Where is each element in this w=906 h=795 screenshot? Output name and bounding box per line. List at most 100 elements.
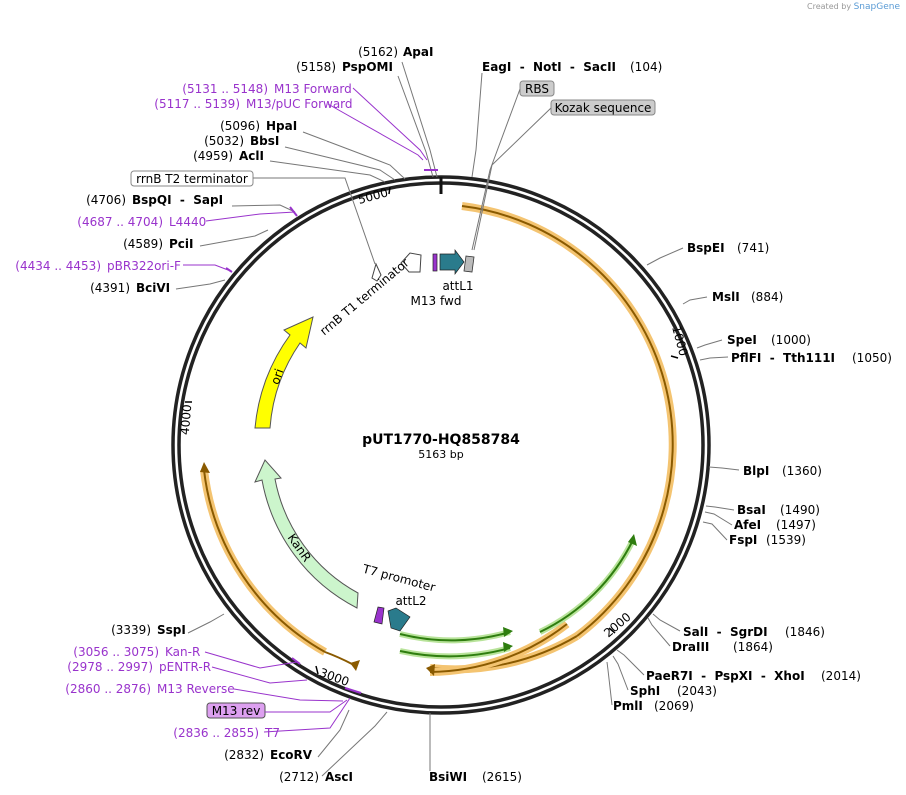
enzyme-label: FspI — [729, 533, 757, 547]
insert-arc-outer — [461, 205, 674, 637]
lead-fspi — [702, 521, 728, 541]
m13rev-box — [206, 702, 266, 719]
lead-draiii — [647, 617, 671, 647]
enzyme-label: ApaI — [403, 45, 433, 59]
tick-mark-3000 — [315, 665, 319, 675]
lead-paer7i — [616, 649, 645, 676]
plead-m13-forward — [352, 87, 428, 161]
lead-acli — [269, 160, 386, 183]
site-pos: (1490) — [780, 503, 820, 517]
lead-msli — [682, 296, 708, 305]
site-pos: (1050) — [852, 351, 892, 365]
snapgene-logo: SnapGene — [853, 2, 900, 12]
primer-range: (2860 .. 2876) — [65, 682, 151, 696]
site-pos: (5158) — [296, 60, 336, 74]
site-pos: (1000) — [771, 333, 811, 347]
plead-pbr322ori — [183, 264, 229, 271]
m13rev-box-label: M13 rev — [212, 704, 261, 718]
lead-bbsi — [284, 146, 396, 181]
top-features — [371, 248, 475, 282]
enzyme-label: BspQI - SapI — [132, 193, 223, 207]
insert-arc-3000 — [324, 651, 353, 665]
t7promoter-label: T7 promoter — [360, 561, 437, 594]
boxed-labels: RBS Kozak sequence rrnB T2 terminator M1… — [130, 80, 656, 719]
enzyme-label: PflFI - Tth111I — [731, 351, 835, 365]
site-pos: (2832) — [224, 748, 264, 762]
insert-arc-mid — [429, 623, 568, 673]
tick-mark-5000 — [388, 186, 391, 195]
enzyme-label: AscI — [325, 770, 353, 784]
ori-feature — [254, 316, 314, 429]
lead-pmli — [606, 661, 613, 706]
green-arcs — [399, 534, 637, 660]
green-arrow-3 — [503, 642, 513, 652]
rbs-box — [519, 80, 555, 97]
leader-lines — [175, 61, 740, 777]
enzyme-label: PmlI — [613, 699, 643, 713]
site-pos: (741) — [737, 241, 769, 255]
tick-mark-1000 — [670, 355, 679, 359]
primer-mark-bottom — [344, 687, 362, 694]
lead-bsai — [705, 505, 735, 511]
lead-ecorv — [317, 709, 350, 758]
lead-eagi — [471, 72, 483, 178]
primer-name: M13/pUC Forward — [246, 97, 353, 111]
plead-kan-r — [204, 651, 298, 669]
site-pos: (1360) — [782, 464, 822, 478]
tick-4000: 4000 — [178, 404, 195, 436]
enzyme-label: SalI - SgrDI — [683, 625, 768, 639]
lead-sphi — [612, 655, 629, 691]
site-pos: (104) — [630, 60, 662, 74]
site-pos: (5162) — [358, 45, 398, 59]
site-pos: (1864) — [733, 640, 773, 654]
insert-arrow-mid — [426, 664, 435, 676]
site-pos: (884) — [751, 290, 783, 304]
enzyme-label: EcoRV — [270, 748, 313, 762]
enzyme-label: HpaI — [266, 119, 297, 133]
rrnb-t1-arrow — [400, 252, 422, 273]
site-pos: (2043) — [677, 684, 717, 698]
primer-range: (5117 .. 5139) — [154, 97, 240, 111]
green-arrow-2 — [503, 627, 513, 637]
primer-mark-kanr — [291, 657, 301, 665]
primer-mark-pbr322 — [225, 267, 233, 273]
primer-name: pENTR-R — [159, 660, 211, 674]
plead-m13-reverse — [233, 688, 344, 702]
plead-l4440 — [205, 211, 296, 222]
attl2-label: attL2 — [395, 594, 426, 608]
lead-afei — [704, 511, 733, 526]
kozak-box — [550, 99, 656, 116]
site-pos: (1846) — [785, 625, 825, 639]
plead-pentr-r — [211, 666, 308, 684]
site-pos: (4959) — [193, 149, 233, 163]
site-pos: (2014) — [821, 669, 861, 683]
plead-m13rev — [265, 699, 348, 713]
lead-bspqi — [231, 204, 296, 213]
enzyme-label: SspI — [157, 623, 186, 637]
lead-hpai — [302, 131, 406, 180]
enzyme-label: EagI - NotI - SacII — [482, 60, 616, 74]
bottom-features — [373, 606, 411, 632]
plasmid-name: pUT1770-HQ858784 — [362, 432, 520, 448]
snapgene-credit: Created by SnapGene — [807, 2, 900, 12]
attl1-label: attL1 — [442, 279, 473, 293]
enzyme-label: PciI — [169, 237, 194, 251]
primer-lines — [183, 87, 438, 733]
attl2-feature — [387, 607, 411, 632]
insert-arc-left — [203, 469, 326, 653]
rbs-box-label: RBS — [525, 82, 549, 96]
lead-apai — [401, 61, 438, 178]
lead-pspomi — [397, 75, 434, 178]
site-pos: (1539) — [766, 533, 806, 547]
rrnb-t2-box-label: rrnB T2 terminator — [136, 172, 248, 186]
plead-m13-puc-forward — [327, 103, 424, 161]
rrnb-t2-marker — [371, 262, 382, 282]
enzyme-label: PaeR7I - PspXI - XhoI — [646, 669, 805, 683]
enzyme-label: BlpI — [743, 464, 769, 478]
primer-name: pBR322ori-F — [107, 259, 181, 273]
tick-mark-2000 — [608, 627, 616, 634]
m13fwd-feature — [432, 253, 438, 272]
site-pos: (4706) — [86, 193, 126, 207]
enzyme-label: BbsI — [250, 134, 279, 148]
